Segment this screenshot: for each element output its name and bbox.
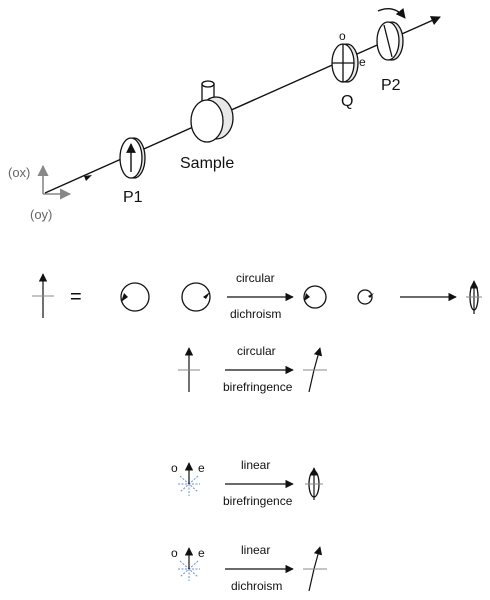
row-linear-dichroism: o e linear dichroism: [171, 543, 327, 593]
axis-x-label: (ox): [8, 165, 30, 180]
cd-top-label: circular: [236, 271, 275, 285]
left-circular-small-icon: [303, 285, 327, 309]
row-circular-birefringence: circular birefringence: [178, 344, 327, 394]
beam-line: [44, 16, 441, 194]
left-circular-icon: [120, 282, 150, 312]
sample-label: Sample: [180, 155, 234, 172]
cb-bottom-label: birefringence: [223, 380, 293, 394]
polarizer-1-icon: [119, 137, 146, 179]
sample-cell-icon: [190, 80, 234, 143]
polarizer-2-icon: [376, 21, 404, 61]
lb-top-label: linear: [241, 458, 270, 472]
lb-bottom-label: birefringence: [223, 494, 293, 508]
elliptical-polarization-icon: [305, 467, 323, 500]
axis-y-label: (oy): [30, 207, 52, 222]
lb-o-label: o: [171, 461, 178, 475]
right-circular-icon: [181, 282, 211, 312]
polarizer-2-label: P2: [381, 77, 401, 94]
polarizer-1-label: P1: [123, 189, 143, 206]
right-circular-tiny-icon: [357, 289, 374, 305]
waveplate-e-label: e: [359, 55, 366, 69]
rotated-linear-polarization-icon: [303, 347, 327, 393]
optical-setup: (ox) (oy) P1 Sample o e Q: [8, 8, 441, 222]
axes-star-icon: [178, 547, 200, 581]
waveplate-o-label: o: [339, 29, 346, 43]
linear-polarization-vertical-icon: [32, 273, 54, 318]
ld-e-label: e: [198, 546, 205, 560]
elliptical-polarization-icon: [466, 280, 482, 314]
rotation-arrow-icon: [377, 8, 406, 19]
axes-star-icon: [178, 462, 200, 496]
ld-bottom-label: dichroism: [231, 579, 282, 593]
cb-top-label: circular: [237, 344, 276, 358]
ld-o-label: o: [171, 546, 178, 560]
row-linear-birefringence: o e linear birefringence: [171, 458, 323, 508]
equals-sign: =: [70, 286, 82, 308]
axes-icon: [37, 164, 72, 200]
row-circular-dichroism: = circular dichroism: [32, 271, 482, 321]
cd-bottom-label: dichroism: [230, 307, 281, 321]
beam-arrow-icon: [84, 175, 92, 181]
linear-polarization-vertical-icon: [178, 347, 200, 392]
ld-top-label: linear: [241, 543, 270, 557]
rotated-linear-polarization-icon: [303, 546, 327, 592]
lb-e-label: e: [198, 461, 205, 475]
waveplate-label: Q: [341, 93, 353, 110]
waveplate-icon: [331, 43, 359, 83]
